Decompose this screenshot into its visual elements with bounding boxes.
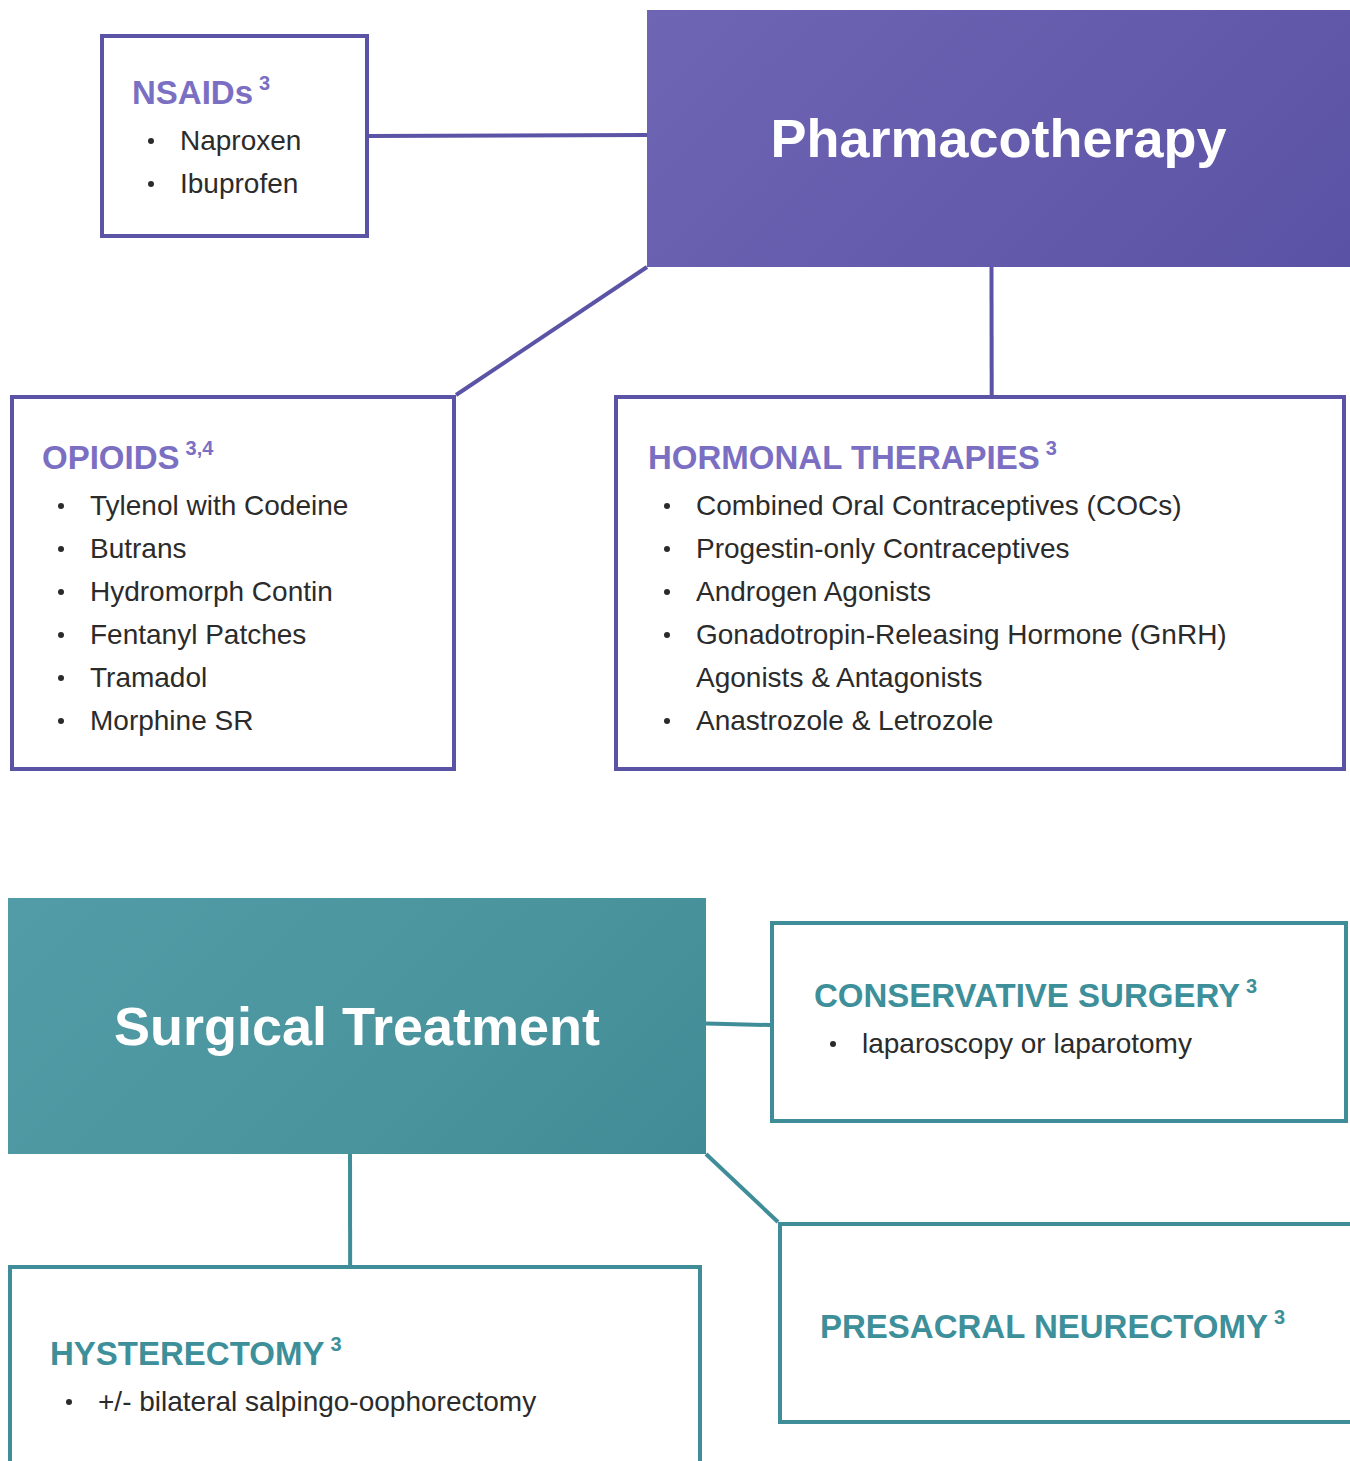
heading-row: CONSERVATIVE SURGERY 3 <box>814 975 1328 1016</box>
connector-line <box>369 135 647 136</box>
reference-number: 3 <box>1046 437 1057 459</box>
box-heading: OPIOIDS <box>42 439 180 476</box>
list-item: +/- bilateral salpingo-oophorectomy <box>50 1380 682 1423</box>
bullet-dot <box>58 718 64 724</box>
category-band: Pharmacotherapy <box>647 10 1350 267</box>
item-text: Tylenol with Codeine <box>90 490 348 521</box>
list-item: Tramadol <box>42 656 436 699</box>
connector-line <box>706 1023 770 1025</box>
box-heading: HYSTERECTOMY <box>50 1335 324 1372</box>
item-text: laparoscopy or laparotomy <box>862 1028 1192 1059</box>
box-heading: NSAIDs <box>132 74 253 111</box>
bullet-dot <box>58 632 64 638</box>
reference-number: 3 <box>259 72 270 94</box>
bullet-dot <box>830 1041 836 1047</box>
bullet-dot <box>664 718 670 724</box>
procedure-box: PRESACRAL NEURECTOMY 3 <box>778 1222 1350 1424</box>
reference-number: 3 <box>330 1333 341 1355</box>
drug-class-box: NSAIDs 3NaproxenIbuprofen <box>100 34 369 238</box>
drug-class-box: OPIOIDS 3,4Tylenol with CodeineButransHyd… <box>10 395 456 771</box>
item-text: Progestin-only Contraceptives <box>696 533 1070 564</box>
connector-line <box>706 1154 778 1222</box>
category-title: Pharmacotherapy <box>770 107 1226 169</box>
item-text: Combined Oral Contraceptives (COCs) <box>696 490 1182 521</box>
bullet-dot <box>148 181 154 187</box>
item-text: Ibuprofen <box>180 168 298 199</box>
item-text: Butrans <box>90 533 187 564</box>
list-item: Butrans <box>42 527 436 570</box>
item-text: Anastrozole & Letrozole <box>696 705 993 736</box>
connector-line <box>348 1154 352 1265</box>
procedure-box: CONSERVATIVE SURGERY 3 laparoscopy or lapa… <box>770 921 1348 1123</box>
bullet-dot <box>58 675 64 681</box>
box-heading: PRESACRAL NEURECTOMY <box>820 1308 1268 1345</box>
bullet-dot <box>58 589 64 595</box>
list-item: Androgen Agonists <box>648 570 1326 613</box>
category-title: Surgical Treatment <box>114 995 600 1057</box>
bullet-dot <box>664 546 670 552</box>
bullet-dot <box>664 589 670 595</box>
list-item: Anastrozole & Letrozole <box>648 699 1326 742</box>
procedure-box: HYSTERECTOMY 3 +/- bilateral salpingo-ooph… <box>8 1265 702 1461</box>
heading-row: HORMONAL THERAPIES 3 <box>648 437 1326 478</box>
list-item: Gonadotropin-Releasing Hormone (GnRH) Ag… <box>648 613 1326 699</box>
item-text: Hydromorph Contin <box>90 576 333 607</box>
list-item: Morphine SR <box>42 699 436 742</box>
category-band: Surgical Treatment <box>8 898 706 1154</box>
item-text: Gonadotropin-Releasing Hormone (GnRH) Ag… <box>696 619 1227 693</box>
heading-row: HYSTERECTOMY 3 <box>50 1333 682 1374</box>
reference-number: 3 <box>1246 975 1257 997</box>
list-item: laparoscopy or laparotomy <box>814 1022 1328 1065</box>
bullet-dot <box>66 1399 72 1405</box>
list-item: Fentanyl Patches <box>42 613 436 656</box>
list-item: Tylenol with Codeine <box>42 484 436 527</box>
item-text: Androgen Agonists <box>696 576 931 607</box>
bullet-dot <box>664 632 670 638</box>
bullet-dot <box>58 503 64 509</box>
item-text: Naproxen <box>180 125 301 156</box>
bullet-dot <box>664 503 670 509</box>
item-text: Tramadol <box>90 662 207 693</box>
list-item: Progestin-only Contraceptives <box>648 527 1326 570</box>
box-heading: CONSERVATIVE SURGERY <box>814 977 1240 1014</box>
reference-number: 3,4 <box>186 437 214 459</box>
list-item: Naproxen <box>132 119 349 162</box>
heading-row: PRESACRAL NEURECTOMY 3 <box>820 1306 1340 1347</box>
bullet-dot <box>148 138 154 144</box>
connector-line <box>456 267 647 395</box>
reference-number: 3 <box>1274 1306 1285 1328</box>
drug-class-box: HORMONAL THERAPIES 3Combined Oral Contrac… <box>614 395 1346 771</box>
heading-row: OPIOIDS 3,4 <box>42 437 436 478</box>
heading-row: NSAIDs 3 <box>132 72 349 113</box>
box-heading: HORMONAL THERAPIES <box>648 439 1040 476</box>
connector-line <box>989 267 993 395</box>
item-text: Fentanyl Patches <box>90 619 306 650</box>
list-item: Hydromorph Contin <box>42 570 436 613</box>
item-text: +/- bilateral salpingo-oophorectomy <box>98 1386 536 1417</box>
list-item: Combined Oral Contraceptives (COCs) <box>648 484 1326 527</box>
item-text: Morphine SR <box>90 705 253 736</box>
bullet-dot <box>58 546 64 552</box>
list-item: Ibuprofen <box>132 162 349 205</box>
